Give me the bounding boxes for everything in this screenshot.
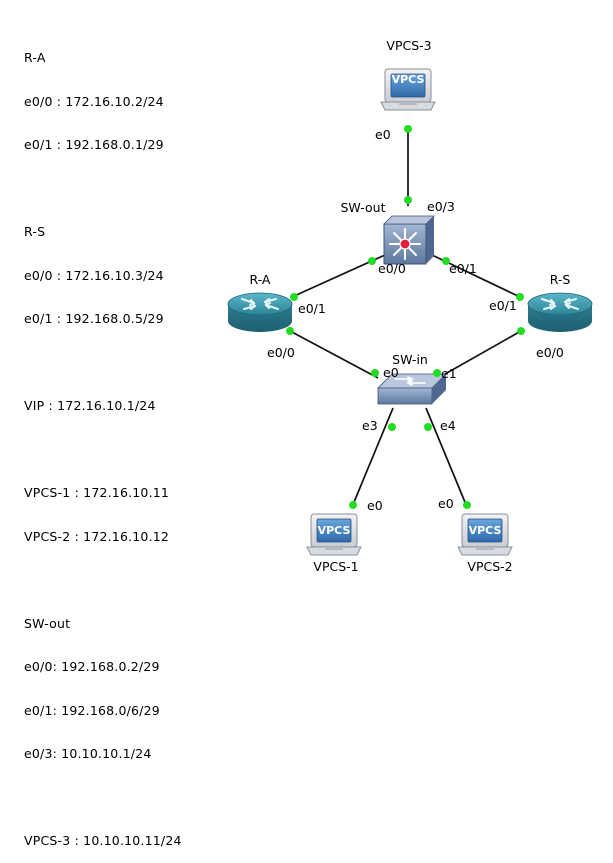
note-line: e0/1 : 192.168.0.1/29 <box>24 137 164 152</box>
switch-icon <box>377 373 447 405</box>
swin-node[interactable]: SW-in <box>377 352 447 405</box>
router-icon <box>527 292 593 333</box>
port-dot <box>424 423 432 431</box>
vpcs1-screen-label: VPCS <box>318 524 351 537</box>
router-icon <box>227 292 293 333</box>
note-line <box>24 791 182 806</box>
port-label: e0/0 <box>378 261 406 276</box>
ra-name: R-A <box>250 272 271 287</box>
vpcs1-node[interactable]: VPCS VPCS-1 <box>306 513 362 574</box>
port-label: e4 <box>440 418 456 433</box>
topology-canvas: VPCS VPCS-3 SW-out R-A <box>227 38 593 574</box>
links <box>289 128 522 508</box>
note-line: VPCS-3 : 10.10.10.11/24 <box>24 833 182 848</box>
port-labels: e0 e0/3 e0/0 e0/1 e0/1 e0/1 e0/0 e0/0 e0… <box>267 127 564 513</box>
port-dot <box>433 369 441 377</box>
multilayer-switch-icon <box>383 215 435 265</box>
port-dot <box>516 293 524 301</box>
rs-node[interactable]: R-S <box>527 272 593 333</box>
note-line: VPCS-1 : 172.16.10.11 <box>24 485 170 500</box>
port-label: e0/1 <box>489 298 517 313</box>
swout-node[interactable]: SW-out <box>340 200 435 265</box>
note-line: VIP : 172.16.10.1/24 <box>24 398 156 413</box>
port-dot <box>286 327 294 335</box>
note-line: VPCS-2 : 172.16.10.12 <box>24 528 170 544</box>
port-dot <box>290 293 298 301</box>
port-label: e0/0 <box>267 345 295 360</box>
port-dot <box>371 369 379 377</box>
port-dots <box>286 125 525 509</box>
ra-node[interactable]: R-A <box>227 272 293 333</box>
note-line: e0/0 : 172.16.10.2/24 <box>24 93 164 109</box>
link-swin-vpcs1 <box>351 407 394 508</box>
vpcs2-name: VPCS-2 <box>467 559 512 574</box>
swout-name: SW-out <box>340 200 385 215</box>
port-label: e0 <box>367 498 383 513</box>
port-dot <box>349 501 357 509</box>
link-swin-vpcs2 <box>425 407 468 508</box>
note-line: e0/0 : 172.16.10.3/24 <box>24 267 164 283</box>
vpcs3-name: VPCS-3 <box>386 38 431 53</box>
note-line: e0/1: 192.168.0/6/29 <box>24 702 160 718</box>
vpcs2-node[interactable]: VPCS VPCS-2 <box>457 513 513 574</box>
note-line: SW-out <box>24 615 71 631</box>
note-line: e0/3: 10.10.10.1/24 <box>24 746 152 761</box>
vpcs3-screen-label: VPCS <box>392 73 425 86</box>
port-label: e0/3 <box>427 199 455 214</box>
note-line: R-A <box>24 50 46 65</box>
port-label: e3 <box>362 418 378 433</box>
vpcs1-name: VPCS-1 <box>313 559 358 574</box>
port-label: e0/1 <box>449 261 477 276</box>
port-label: e1 <box>441 366 457 381</box>
link-rs-swin <box>437 330 522 379</box>
port-dot <box>404 196 412 204</box>
port-label: e0/1 <box>298 301 326 316</box>
port-dot <box>463 501 471 509</box>
port-dot <box>442 257 450 265</box>
note-line: R-S <box>24 224 46 239</box>
port-label: e0/0 <box>536 345 564 360</box>
note-line: e0/1 : 192.168.0.5/29 <box>24 311 164 326</box>
port-dot <box>388 423 396 431</box>
note-line: e0/0: 192.168.0.2/29 <box>24 659 160 674</box>
link-ra-swin <box>289 330 379 379</box>
rs-name: R-S <box>550 272 571 287</box>
port-label: e0 <box>438 496 454 511</box>
vpcs3-node[interactable]: VPCS VPCS-3 <box>380 38 436 111</box>
swin-name: SW-in <box>392 352 428 367</box>
port-dot <box>517 327 525 335</box>
port-dot <box>404 125 412 133</box>
port-dot <box>368 257 376 265</box>
vpcs2-screen-label: VPCS <box>469 524 502 537</box>
port-label: e0 <box>375 127 391 142</box>
port-label: e0 <box>383 365 399 380</box>
